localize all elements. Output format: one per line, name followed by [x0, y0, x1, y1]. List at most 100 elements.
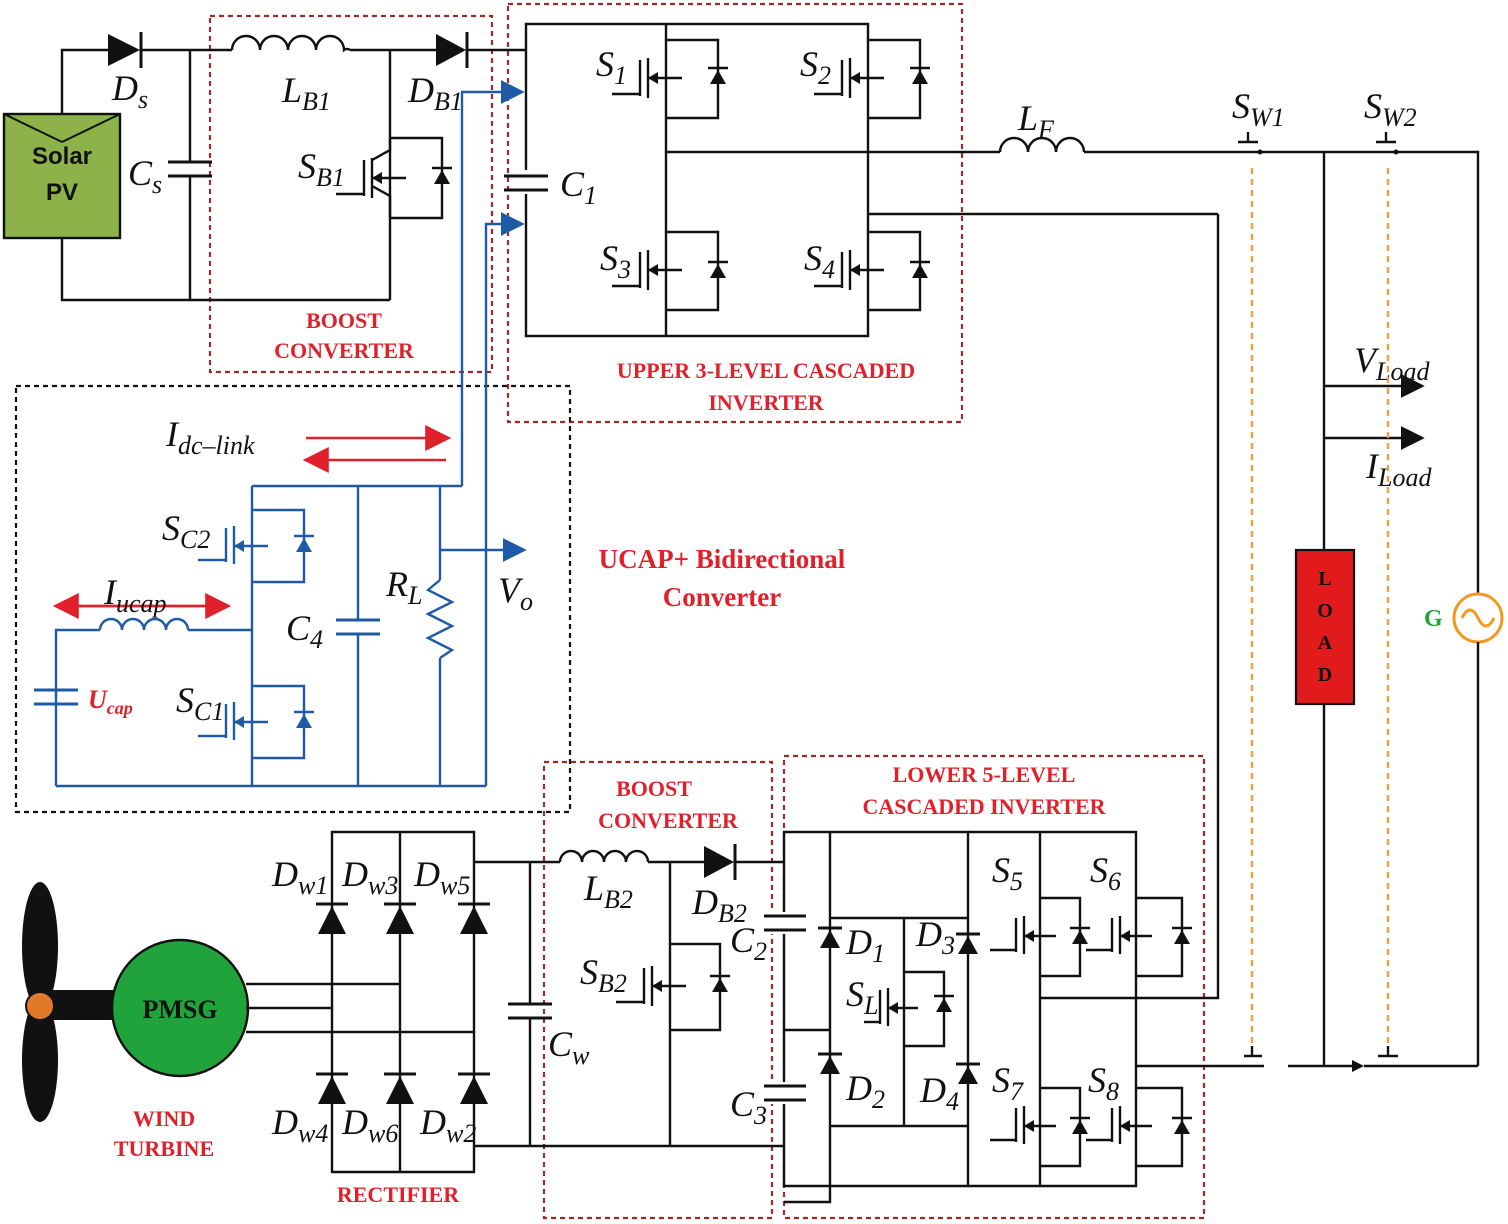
inductor-lb1-icon	[230, 34, 351, 53]
label-sc1: SC1	[176, 680, 224, 726]
diode-db1-icon	[436, 32, 469, 68]
inductor-lb2-icon	[558, 849, 650, 863]
pv-label-1: Solar	[32, 143, 92, 170]
label-s4: S4	[804, 238, 835, 284]
label-dw2: Dw2	[419, 1102, 476, 1148]
wind-turbine-icon	[22, 882, 120, 1122]
switch-sw1-bottom-icon	[1242, 1046, 1264, 1068]
label-d3: D3	[915, 914, 955, 960]
switch-sw2-icon	[1372, 132, 1399, 155]
boost-bottom-title-2: CONVERTER	[598, 808, 739, 833]
diode-db2-icon	[704, 844, 737, 880]
pmsg-generator: PMSG	[110, 938, 250, 1078]
rectifier-title: RECTIFIER	[337, 1182, 460, 1207]
diode-dw6-icon	[384, 1072, 416, 1104]
inductor-lf-icon	[998, 136, 1086, 153]
label-cw: Cw	[548, 1024, 590, 1070]
switch-sc1-icon	[198, 684, 314, 760]
resistor-rl-icon	[425, 579, 455, 659]
load-block: L O A D	[1294, 548, 1356, 706]
label-d1: D1	[845, 922, 885, 968]
label-db1: DB1	[407, 70, 463, 116]
label-lb1: LB1	[281, 70, 331, 116]
switch-sw2-bottom-icon	[1364, 1046, 1398, 1068]
switch-s5-icon	[990, 896, 1090, 978]
switch-sl-icon	[864, 970, 954, 1048]
label-s8: S8	[1088, 1060, 1119, 1106]
label-g: G	[1424, 606, 1443, 632]
switch-s7-icon	[990, 1086, 1090, 1168]
upper-inverter-title-2: INVERTER	[708, 390, 824, 415]
label-sl: SL	[846, 974, 878, 1020]
label-s6: S6	[1090, 850, 1121, 896]
pv-label-2: PV	[46, 179, 78, 206]
label-iucap: Iucap	[103, 572, 167, 618]
label-c4: C4	[286, 608, 323, 654]
diode-dw3-icon	[384, 902, 416, 934]
svg-text:A: A	[1318, 632, 1333, 654]
lower-inverter-title-1: LOWER 5-LEVEL	[893, 762, 1076, 787]
boost-bottom-title-1: BOOST	[616, 776, 692, 801]
label-vload: VLoad	[1354, 340, 1430, 386]
grid-source-icon	[1452, 592, 1504, 644]
svg-text:O: O	[1317, 600, 1333, 622]
label-dw4: Dw4	[271, 1102, 328, 1148]
switch-s3-icon	[612, 230, 728, 312]
boost-top-title-2: CONVERTER	[274, 338, 415, 363]
label-lb2: LB2	[583, 868, 633, 914]
label-vo: Vo	[498, 570, 533, 616]
switch-sb2-icon	[616, 942, 730, 1032]
label-sc2: SC2	[162, 508, 210, 554]
label-c1: C1	[560, 164, 597, 210]
label-sb2: SB2	[580, 952, 627, 998]
label-idc: Idc–link	[165, 414, 255, 460]
switch-s2-icon	[814, 38, 930, 120]
label-iload: ILoad	[1365, 446, 1432, 492]
ucap-title-2: Converter	[663, 582, 781, 612]
label-dw3: Dw3	[341, 854, 398, 900]
label-dw5: Dw5	[413, 854, 470, 900]
label-s7: S7	[992, 1060, 1024, 1106]
label-ds: Ds	[111, 68, 148, 114]
svg-text:PMSG: PMSG	[142, 995, 217, 1024]
switch-sw1-icon	[1234, 132, 1263, 155]
label-s1: S1	[596, 44, 627, 90]
label-rl: RL	[385, 564, 422, 610]
diode-d3-icon	[956, 932, 980, 954]
svg-text:D: D	[1318, 664, 1332, 686]
diode-ds-icon	[108, 32, 143, 68]
label-s5: S5	[992, 850, 1023, 896]
label-db2: DB2	[691, 882, 747, 928]
label-dw1: Dw1	[271, 854, 328, 900]
boost-top-title-1: BOOST	[306, 308, 382, 333]
switch-s4-icon	[814, 230, 930, 312]
wind-title-1: WIND	[133, 1106, 195, 1131]
label-d2: D2	[845, 1068, 885, 1114]
boost-converter-top-box	[208, 14, 494, 374]
label-lf: LF	[1017, 98, 1055, 144]
inductor-ucap-icon	[98, 617, 190, 631]
label-c3: C3	[730, 1084, 767, 1130]
switch-s6-icon	[1086, 896, 1192, 978]
wind-title-2: TURBINE	[114, 1136, 214, 1161]
diode-dw2-icon	[458, 1072, 490, 1104]
diode-d1-icon	[818, 926, 842, 948]
diode-dw1-icon	[316, 902, 348, 934]
label-sw1: SW1	[1232, 86, 1285, 132]
diode-dw4-icon	[316, 1072, 348, 1104]
label-s3: S3	[600, 238, 631, 284]
label-d4: D4	[919, 1070, 959, 1116]
label-ucap: Ucap	[88, 685, 133, 718]
ucap-title-1: UCAP+ Bidirectional	[599, 544, 846, 574]
upper-inverter-title-1: UPPER 3-LEVEL CASCADED	[617, 358, 915, 383]
label-s2: S2	[800, 44, 831, 90]
lower-inverter-title-2: CASCADED INVERTER	[862, 794, 1106, 819]
switch-s1-icon	[612, 38, 728, 120]
label-dw6: Dw6	[341, 1102, 398, 1148]
diode-d2-icon	[818, 1052, 842, 1074]
solar-pv: Solar PV	[2, 112, 122, 240]
label-cs: Cs	[128, 153, 162, 199]
ucap-converter-box	[14, 384, 572, 814]
switch-sc2-icon	[198, 508, 314, 584]
